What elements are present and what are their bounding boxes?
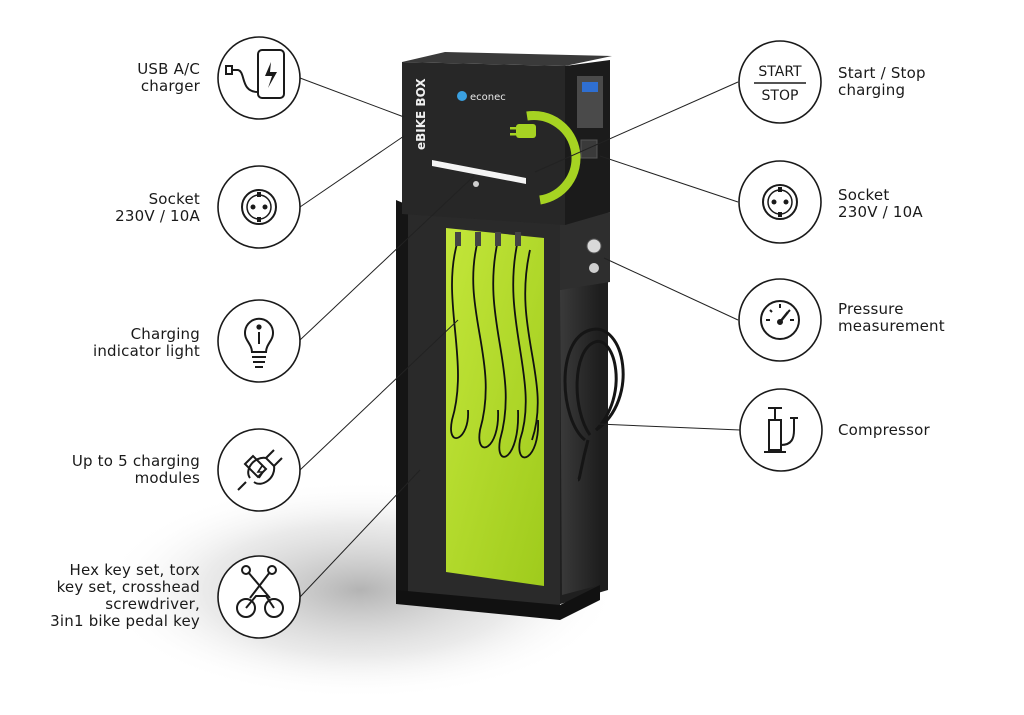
charging-module-heads	[455, 232, 521, 246]
charging-cables	[450, 239, 539, 459]
brand-logo-text: econec	[470, 92, 506, 103]
charging-arc-graphic	[526, 111, 581, 205]
label-line: charger	[140, 77, 200, 95]
label-line: measurement	[838, 317, 945, 335]
feature-tool-set: Hex key set, torx key set, crosshead scr…	[20, 562, 200, 630]
plug-graphic	[510, 124, 536, 138]
side-socket	[580, 139, 598, 159]
pump-icon	[764, 407, 798, 453]
label-line: indicator light	[92, 342, 200, 360]
product-name-text: eBIKE BOX	[414, 78, 428, 150]
label-line: Socket	[148, 190, 200, 208]
label-line: key set, crosshead	[56, 578, 200, 596]
compressor-hose	[563, 327, 625, 482]
label-line: Socket	[838, 186, 890, 204]
start-stop-display	[582, 82, 598, 92]
econec-logo-mark	[457, 91, 467, 101]
leader-socket-left	[299, 135, 405, 208]
feature-indicator-light: Charging indicator light	[60, 326, 200, 360]
pressure-gauge	[586, 238, 602, 254]
feature-pressure: Pressure measurement	[838, 301, 998, 335]
socket-icon	[241, 189, 277, 225]
frame-left-edge	[396, 200, 408, 598]
label-line: Hex key set, torx	[69, 561, 200, 579]
stop-icon-text: STOP	[762, 88, 799, 104]
label-line: Up to 5 charging	[71, 452, 200, 470]
right-icon-circles	[738, 40, 823, 472]
gauge-icon	[760, 300, 800, 340]
label-line: USB A/C	[137, 60, 200, 78]
leader-modules	[299, 319, 459, 471]
leader-pressure	[603, 257, 739, 321]
feature-charging-modules: Up to 5 charging modules	[40, 453, 200, 487]
top-cabinet-front	[402, 62, 565, 225]
feature-usb-charger: USB A/C charger	[110, 61, 200, 95]
air-valve	[589, 263, 599, 273]
leader-socket-right	[599, 155, 739, 203]
leader-start-stop	[534, 81, 739, 173]
feature-compressor: Compressor	[838, 422, 998, 439]
label-line: Pressure	[838, 300, 904, 318]
label-line: 230V / 10A	[115, 207, 200, 225]
plug-icon	[237, 449, 283, 491]
label-line: Compressor	[838, 421, 930, 439]
label-line: Start / Stop	[838, 64, 926, 82]
label-line: charging	[838, 81, 906, 99]
leader-lines	[299, 77, 741, 598]
bike-tools-icon	[236, 565, 284, 618]
label-line: modules	[134, 469, 200, 487]
leader-indicator	[299, 175, 475, 341]
feature-socket-right: Socket 230V / 10A	[838, 187, 998, 221]
side-column	[560, 282, 600, 595]
start-icon-text: START	[758, 64, 802, 80]
leader-compressor	[597, 423, 741, 431]
leader-tools	[299, 469, 421, 598]
green-back-panel	[446, 228, 544, 586]
label-line: 3in1 bike pedal key	[50, 612, 200, 630]
ebike-box-station: econec eBIKE BOX	[396, 52, 625, 620]
base-plinth	[396, 585, 600, 620]
label-line: Charging	[130, 325, 200, 343]
indicator-light-bar	[432, 160, 526, 184]
lightbulb-info-icon	[244, 317, 274, 368]
usb-phone-icon	[225, 49, 285, 99]
feature-socket-left: Socket 230V / 10A	[110, 191, 200, 225]
label-line: screwdriver,	[105, 595, 200, 613]
usb-port	[473, 181, 479, 187]
label-line: 230V / 10A	[838, 203, 923, 221]
leader-usb	[299, 77, 405, 118]
start-stop-icon: START STOP	[754, 64, 806, 104]
top-cabinet-lid	[402, 52, 612, 66]
feature-start-stop: Start / Stop charging	[838, 65, 998, 99]
socket-icon	[762, 184, 798, 220]
